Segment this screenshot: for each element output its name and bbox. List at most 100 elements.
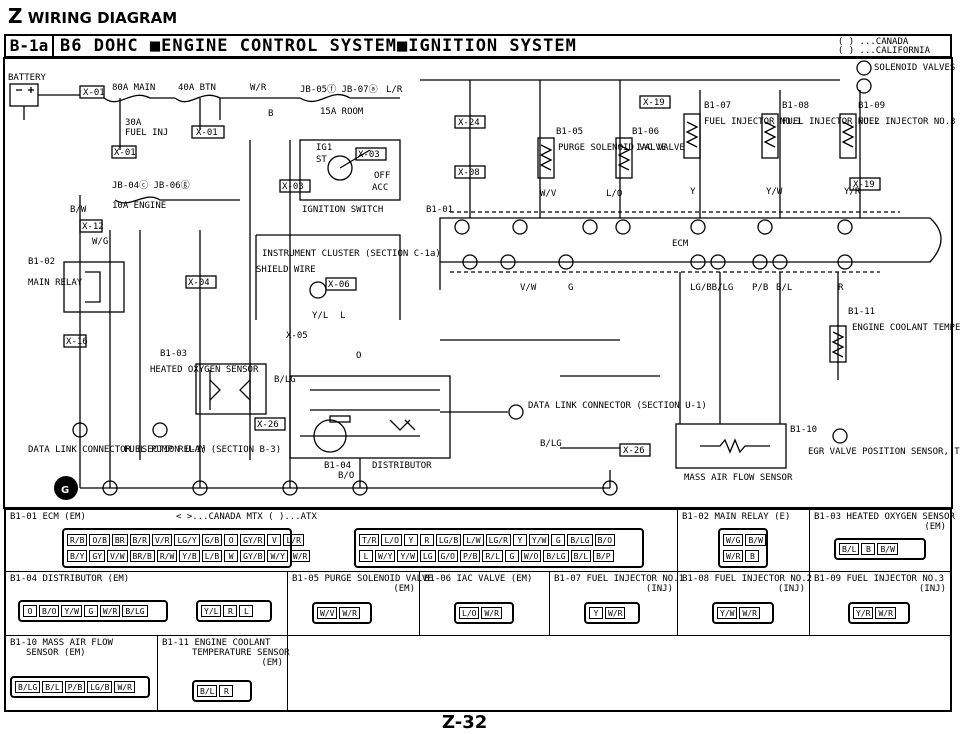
svg-text:X-19: X-19 bbox=[853, 180, 875, 190]
svg-text:ENGINE COOLANT TEMPERATURE SEN: ENGINE COOLANT TEMPERATURE SENSOR bbox=[852, 323, 960, 333]
svg-text:MAIN RELAY: MAIN RELAY bbox=[28, 278, 83, 288]
svg-text:X-03: X-03 bbox=[358, 150, 380, 160]
connector-b1-11: B1-11 ENGINE COOLANT TEMPERATURE SENSOR … bbox=[158, 636, 290, 710]
svg-text:B1-10: B1-10 bbox=[790, 425, 817, 435]
svg-text:B1-09: B1-09 bbox=[858, 101, 885, 111]
svg-text:EGR VALVE POSITION SENSOR, THR: EGR VALVE POSITION SENSOR, THROTTLE POSI… bbox=[808, 447, 960, 457]
svg-text:10A ENGINE: 10A ENGINE bbox=[112, 201, 166, 211]
svg-text:DATA LINK CONNECTOR (SECTION U: DATA LINK CONNECTOR (SECTION U-1) bbox=[28, 445, 207, 455]
svg-text:Y: Y bbox=[690, 187, 696, 197]
svg-text:B1-03: B1-03 bbox=[160, 349, 187, 359]
svg-text:30A: 30A bbox=[125, 118, 142, 128]
section-header: Z WIRING DIAGRAM bbox=[8, 4, 178, 28]
svg-text:X-01: X-01 bbox=[114, 148, 136, 158]
svg-text:B/L: B/L bbox=[776, 283, 792, 293]
connector-grid: B1-01 ECM (EM) < >...CANADA MTX ( )...AT… bbox=[4, 508, 955, 712]
svg-text:LG/BB/LG: LG/BB/LG bbox=[690, 283, 733, 293]
svg-text:X-08: X-08 bbox=[458, 168, 480, 178]
svg-text:L/R: L/R bbox=[386, 85, 403, 95]
diagram-title: B6 DOHC ■ENGINE CONTROL SYSTEM■IGNITION … bbox=[60, 36, 577, 56]
svg-text:INSTRUMENT CLUSTER (SECTION C-: INSTRUMENT CLUSTER (SECTION C-1a) bbox=[262, 249, 441, 259]
svg-text:B/LG: B/LG bbox=[540, 439, 562, 449]
svg-text:X-19: X-19 bbox=[643, 98, 665, 108]
svg-text:HEATED OXYGEN SENSOR: HEATED OXYGEN SENSOR bbox=[150, 365, 259, 375]
svg-text:B1-11: B1-11 bbox=[848, 307, 875, 317]
svg-text:FUEL INJECTOR NO.2: FUEL INJECTOR NO.2 bbox=[782, 117, 880, 127]
svg-text:X-16: X-16 bbox=[66, 337, 88, 347]
wiring-diagram: G BATTERY X-01 80A MAIN 40A BTN 30A FUEL… bbox=[3, 57, 960, 509]
svg-text:DISTRIBUTOR: DISTRIBUTOR bbox=[372, 461, 432, 471]
svg-text:X-03: X-03 bbox=[282, 182, 304, 192]
label-battery: BATTERY bbox=[8, 73, 47, 83]
svg-text:IG1: IG1 bbox=[316, 143, 332, 153]
svg-text:B1-01: B1-01 bbox=[426, 205, 453, 215]
svg-text:X-12: X-12 bbox=[82, 222, 104, 232]
svg-text:ST: ST bbox=[316, 155, 327, 165]
svg-text:W/V: W/V bbox=[540, 189, 557, 199]
svg-text:JB-05ⓕ JB-07ⓐ: JB-05ⓕ JB-07ⓐ bbox=[300, 84, 378, 95]
ground-badge bbox=[54, 476, 78, 500]
svg-text:B: B bbox=[268, 109, 273, 119]
svg-text:FUEL PUMP RELAY (SECTION B-3): FUEL PUMP RELAY (SECTION B-3) bbox=[124, 445, 281, 455]
svg-text:W/G: W/G bbox=[92, 237, 108, 247]
svg-text:SOLENOID VALVES (SECTION G-1b): SOLENOID VALVES (SECTION G-1b) bbox=[874, 63, 960, 73]
legend: ( ) ...CANADA ( ) ...CALIFORNIA bbox=[837, 37, 930, 56]
page-number: Z-32 bbox=[442, 712, 488, 733]
svg-text:MASS AIR FLOW SENSOR: MASS AIR FLOW SENSOR bbox=[684, 473, 793, 483]
svg-text:B1-05: B1-05 bbox=[556, 127, 583, 137]
svg-text:B1-08: B1-08 bbox=[782, 101, 809, 111]
svg-text:X-01: X-01 bbox=[83, 88, 105, 98]
svg-text:B1-04: B1-04 bbox=[324, 461, 351, 471]
svg-text:X-04: X-04 bbox=[188, 278, 210, 288]
svg-text:Y/W: Y/W bbox=[766, 187, 783, 197]
svg-text:O: O bbox=[356, 351, 361, 361]
svg-text:B/LG: B/LG bbox=[274, 375, 296, 385]
svg-text:FUEL INJECTOR NO.3: FUEL INJECTOR NO.3 bbox=[858, 117, 956, 127]
svg-text:Y/L: Y/L bbox=[312, 311, 328, 321]
svg-text:PURGE SOLENOID VALVE: PURGE SOLENOID VALVE bbox=[558, 143, 666, 153]
svg-text:X-26: X-26 bbox=[257, 420, 279, 430]
svg-text:Y/R: Y/R bbox=[844, 187, 861, 197]
svg-text:15A ROOM: 15A ROOM bbox=[320, 107, 364, 117]
svg-text:B/O: B/O bbox=[338, 471, 354, 481]
svg-text:X-24: X-24 bbox=[458, 118, 480, 128]
svg-text:B1-07: B1-07 bbox=[704, 101, 731, 111]
svg-text:G: G bbox=[568, 283, 573, 293]
svg-text:X-01: X-01 bbox=[196, 128, 218, 138]
svg-text:X-05: X-05 bbox=[286, 331, 308, 341]
connector-b1-01: B1-01 ECM (EM) < >...CANADA MTX ( )...AT… bbox=[6, 510, 678, 572]
svg-text:V/W: V/W bbox=[520, 283, 537, 293]
svg-text:IAC VALVE: IAC VALVE bbox=[636, 143, 685, 153]
svg-text:L: L bbox=[340, 311, 345, 321]
svg-text:ACC: ACC bbox=[372, 183, 388, 193]
svg-text:L/O: L/O bbox=[606, 189, 622, 199]
svg-text:G: G bbox=[61, 485, 69, 496]
svg-text:B1-06: B1-06 bbox=[632, 127, 659, 137]
svg-text:ECM: ECM bbox=[672, 239, 689, 249]
svg-text:JB-04ⓒ JB-06ⓖ: JB-04ⓒ JB-06ⓖ bbox=[112, 180, 190, 191]
svg-text:B1-02: B1-02 bbox=[28, 257, 55, 267]
svg-text:P/B: P/B bbox=[752, 283, 768, 293]
svg-text:B/W: B/W bbox=[70, 205, 87, 215]
svg-text:W/R: W/R bbox=[250, 83, 267, 93]
svg-text:OFF: OFF bbox=[374, 171, 390, 181]
svg-text:DATA LINK CONNECTOR (SECTION U: DATA LINK CONNECTOR (SECTION U-1) bbox=[528, 401, 707, 411]
svg-text:R: R bbox=[838, 283, 844, 293]
svg-text:IGNITION SWITCH: IGNITION SWITCH bbox=[302, 205, 383, 215]
svg-text:80A MAIN: 80A MAIN bbox=[112, 83, 155, 93]
svg-text:FUEL INJ: FUEL INJ bbox=[125, 128, 168, 138]
svg-text:40A BTN: 40A BTN bbox=[178, 83, 216, 93]
svg-text:X-26: X-26 bbox=[623, 446, 645, 456]
svg-text:SHIELD WIRE: SHIELD WIRE bbox=[256, 265, 316, 275]
